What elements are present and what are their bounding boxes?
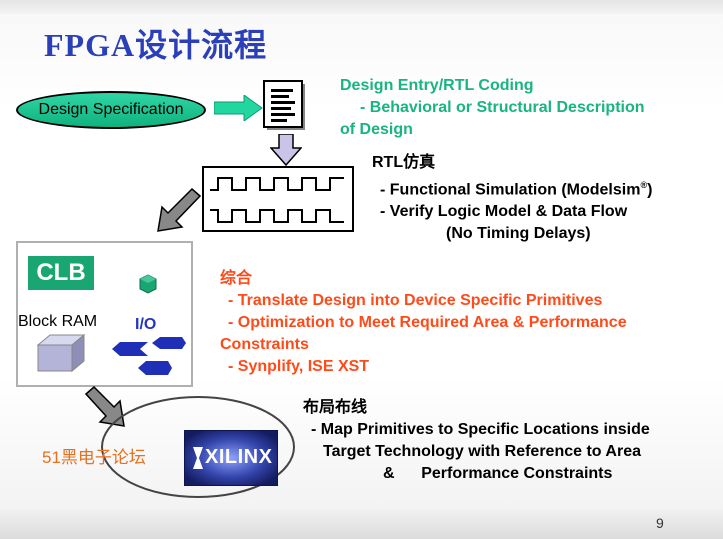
block-ram-cube-icon [36,333,86,373]
clb-label: CLB [28,256,94,290]
down-arrow-icon [270,134,302,166]
block-ram-label: Block RAM [18,313,98,330]
diagonal-arrow-down-icon [84,386,125,427]
rtl-sim-heading: RTL仿真 [372,154,436,171]
forum-label: 51黑电子论坛 [42,448,146,467]
place-route-heading: 布局布线 [303,399,368,416]
xilinx-oval [101,396,295,498]
slide-title: FPGA设计流程 [44,27,268,63]
rtl-sim-line1-end: ) [647,181,653,199]
design-entry-line1: - Behavioral or Structural Description [360,99,645,116]
synthesis-heading: 综合 [220,270,253,287]
design-entry-heading: Design Entry/RTL Coding [340,77,534,94]
synthesis-line2: - Optimization to Meet Required Area & P… [228,314,627,331]
xilinx-logo-graphic-icon [185,431,277,485]
clb-cube-icon [139,274,157,294]
rtl-sim-line3: (No Timing Delays) [446,225,591,243]
top-stripe [0,0,723,14]
xilinx-logo-text: XILINX [205,446,273,468]
registered-mark: ® [640,180,648,190]
design-entry-line2: of Design [340,121,413,138]
bottom-stripe [0,508,723,539]
design-specification-oval: Design Specification [16,91,206,129]
waveform-box [202,166,354,232]
green-arrow-icon [214,95,263,121]
io-blocks-icon [112,337,186,375]
place-route-line3: & Performance Constraints [383,465,613,482]
diagonal-arrow-icon [157,188,202,232]
synthesis-line1: - Translate Design into Device Specific … [228,292,603,309]
synthesis-line4: - Synplify, ISE XST [228,358,370,375]
place-route-line1: - Map Primitives to Specific Locations i… [311,421,650,438]
page-number: 9 [656,515,664,531]
place-route-line2: Target Technology with Reference to Area [323,443,641,460]
design-specification-label: Design Specification [38,101,184,118]
place-route-text: 布局布线 - Map Primitives to Specific Locati… [303,397,650,485]
io-label: I/O [135,316,157,333]
synthesis-text: 综合 - Translate Design into Device Specif… [220,268,627,378]
rtl-sim-line1: - Functional Simulation (Modelsim®) [372,174,652,201]
synthesis-line3: Constraints [220,336,309,353]
design-entry-text: Design Entry/RTL Coding - Behavioral or … [340,75,645,141]
rtl-sim-line1-text: - Functional Simulation (Modelsim [380,181,641,199]
xilinx-logo: XILINX [184,430,278,486]
rtl-sim-text: RTL仿真 - Functional Simulation (Modelsim®… [372,152,652,245]
rtl-sim-line2: - Verify Logic Model & Data Flow [380,203,628,221]
document-icon [263,80,305,130]
